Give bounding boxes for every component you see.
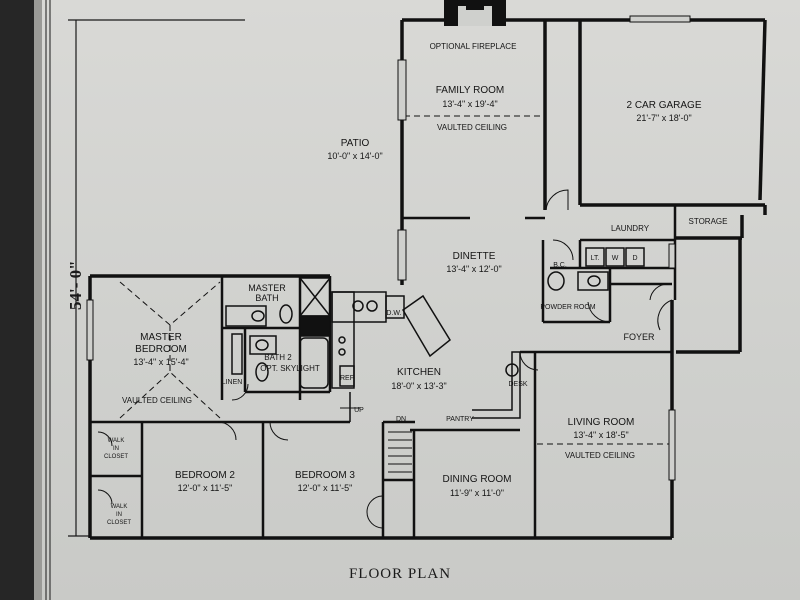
pantry-label: PANTRY (446, 416, 474, 423)
dinette-size: 13'-4" x 12'-0" (446, 264, 501, 274)
bath2-line1: BATH 2 (264, 353, 292, 362)
overall-dimension-label: 54'- 0" (66, 260, 85, 310)
storage-label: STORAGE (689, 217, 728, 226)
linen-label: LINEN (222, 379, 243, 386)
laundry-label: LAUNDRY (611, 224, 650, 233)
dishwasher-label: D.W. (386, 310, 401, 317)
garage-name: 2 CAR GARAGE (626, 100, 701, 111)
master-bedroom-size: 13'-4" x 15'-4" (133, 357, 188, 367)
walk-in-closet-1-line3: CLOSET (104, 454, 128, 460)
fixture-labels: D.W. REF DESK PANTRY UP DN B.C. LT. W D (340, 255, 638, 423)
overall-dimension-line (45, 0, 245, 600)
living-room-size: 13'-4" x 18'-5" (573, 430, 628, 440)
bath-fixtures (225, 247, 645, 389)
bedroom2-size: 12'-0" x 11'-5" (178, 483, 233, 493)
living-room-name: LIVING ROOM (568, 417, 635, 428)
garage-size: 21'-7" x 18'-0" (636, 113, 691, 123)
desk-label: DESK (508, 381, 527, 388)
stair-treads (340, 392, 412, 481)
master-bedroom-note: VAULTED CEILING (122, 396, 192, 405)
master-bedroom-line1: MASTER (140, 332, 182, 343)
dryer-label: D (632, 255, 637, 262)
refrigerator-label: REF (340, 375, 354, 382)
washer-label: W (612, 255, 619, 262)
photo-left-edge (0, 0, 34, 600)
walk-in-closet-2-line2: IN (116, 512, 122, 518)
bath2-line2: OPT. SKYLIGHT (260, 364, 320, 373)
kitchen-counters (331, 291, 521, 419)
dining-room-name: DINING ROOM (443, 474, 512, 485)
dinette-name: DINETTE (453, 251, 496, 262)
laundry-tub-label: LT. (591, 255, 600, 262)
kitchen-name: KITCHEN (397, 367, 441, 378)
kitchen-size: 18'-0" x 13'-3" (391, 381, 446, 391)
patio-size: 10'-0" x 14'-0" (327, 151, 382, 161)
room-labels: OPTIONAL FIREPLACE FAMILY ROOM 13'-4" x … (104, 42, 728, 526)
paper-edge (34, 0, 42, 600)
patio-name: PATIO (341, 138, 370, 149)
exterior-walls (88, 18, 767, 540)
family-room-size: 13'-4" x 19'-4" (442, 99, 497, 109)
living-room-note: VAULTED CEILING (565, 451, 635, 460)
walk-in-closet-2-line1: WALK (111, 504, 128, 510)
stair-up-label: UP (354, 407, 364, 414)
foyer-label: FOYER (623, 332, 655, 342)
master-bath-line1: MASTER (248, 283, 286, 293)
plan-caption: FLOOR PLAN (348, 566, 452, 582)
broom-closet-label: B.C. (553, 262, 567, 269)
bedroom3-size: 12'-0" x 11'-5" (298, 483, 353, 493)
walk-in-closet-1-line2: IN (113, 446, 119, 452)
door-swings (97, 189, 673, 529)
family-room-note: VAULTED CEILING (437, 123, 507, 132)
windows (86, 15, 691, 481)
vaulted-ceiling-lines (119, 115, 670, 445)
master-bath-line2: BATH (255, 293, 278, 303)
bedroom2-name: BEDROOM 2 (175, 470, 235, 481)
walk-in-closet-2-line3: CLOSET (107, 520, 131, 526)
stair-down-label: DN (396, 416, 406, 423)
powder-room-label: POWDER ROOM (540, 304, 595, 311)
walk-in-closet-1-line1: WALK (108, 438, 125, 444)
master-bedroom-line2: BEDROOM (135, 344, 187, 355)
bedroom3-name: BEDROOM 3 (295, 470, 355, 481)
optional-fireplace-label: OPTIONAL FIREPLACE (430, 42, 517, 51)
fireplace (444, 0, 506, 26)
family-room-name: FAMILY ROOM (436, 85, 505, 96)
dining-room-size: 11'-9" x 11'-0" (450, 488, 504, 498)
